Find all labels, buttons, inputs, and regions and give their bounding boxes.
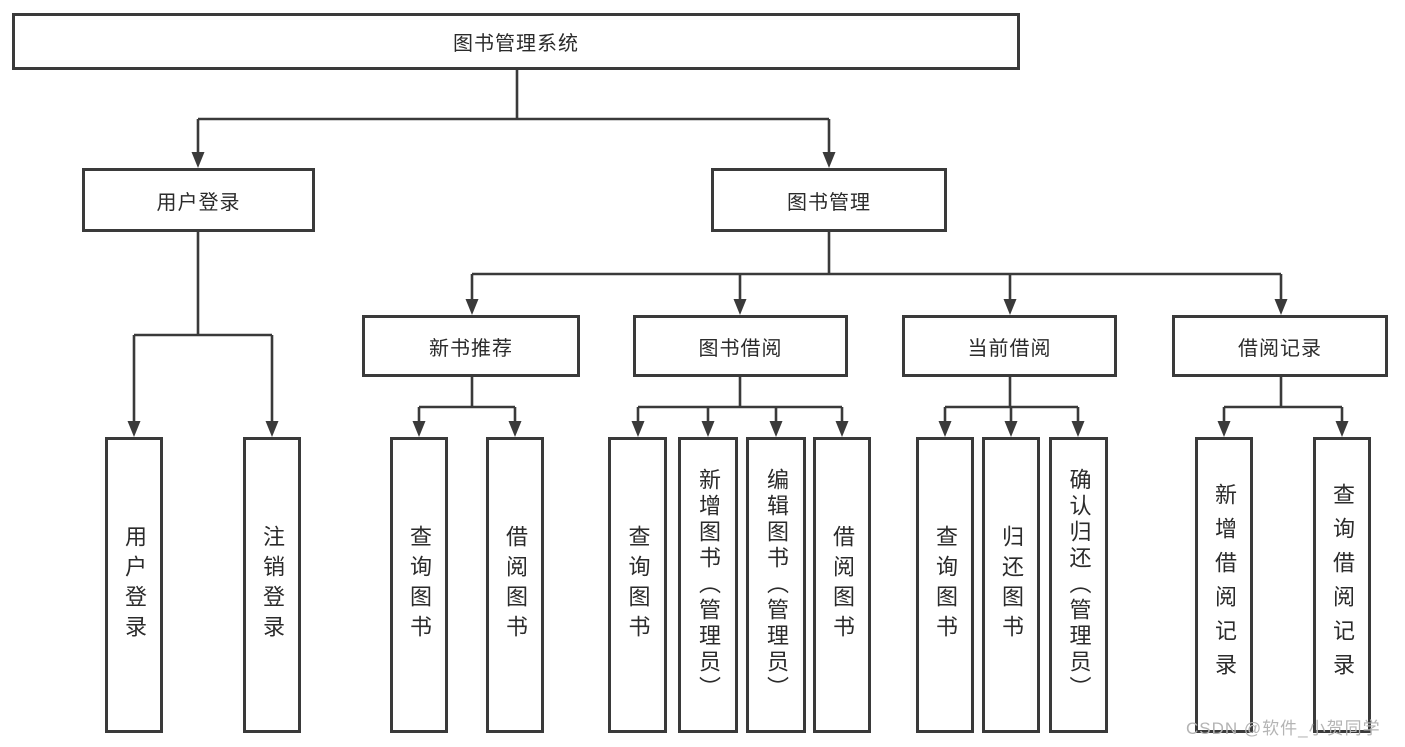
node-book-borrow: 图书借阅 [633, 315, 848, 377]
node-borrow-record: 借阅记录 [1172, 315, 1388, 377]
arrowhead [191, 152, 205, 168]
node-label: 编辑图书（管理员） [764, 468, 789, 702]
node-label: 图书借阅 [698, 337, 783, 360]
node-leaf-rec-query-books: 查询图书 [390, 437, 448, 733]
edge-book-borrow-to-leaves [636, 377, 844, 424]
node-leaf-bb-borrow-books: 借阅图书 [813, 437, 871, 733]
node-label: 归还图书 [999, 525, 1024, 645]
node-leaf-logout: 注销登录 [243, 437, 301, 733]
node-book-management: 图书管理 [711, 168, 947, 232]
node-label: 查询借阅记录 [1330, 483, 1355, 687]
node-leaf-bb-add-books-admin: 新增图书（管理员） [678, 437, 738, 733]
tree-edges [132, 70, 1344, 424]
node-leaf-rec-borrow-books: 借阅图书 [486, 437, 544, 733]
node-library-management-system: 图书管理系统 [12, 13, 1020, 70]
node-label: 图书管理 [787, 191, 871, 214]
arrowhead [265, 421, 279, 437]
node-label: 注销登录 [260, 525, 285, 645]
node-new-book-recommend: 新书推荐 [362, 315, 580, 377]
node-leaf-bb-edit-books-admin: 编辑图书（管理员） [746, 437, 806, 733]
edge-root-to-level2 [196, 70, 831, 155]
node-label: 新增借阅记录 [1212, 483, 1237, 687]
node-label: 当前借阅 [967, 337, 1052, 360]
node-label: 用户登录 [156, 191, 241, 214]
arrowhead [1071, 421, 1085, 437]
node-label: 借阅图书 [830, 525, 855, 645]
node-leaf-user-login: 用户登录 [105, 437, 163, 733]
arrowhead [1004, 421, 1018, 437]
node-leaf-cb-query-books: 查询图书 [916, 437, 974, 733]
arrowhead [835, 421, 849, 437]
node-label: 查询图书 [625, 525, 651, 645]
arrowhead [769, 421, 783, 437]
arrowhead [465, 299, 479, 315]
node-label: 确认归还（管理员） [1066, 468, 1092, 702]
node-current-borrow: 当前借阅 [902, 315, 1117, 377]
edge-current-borrow-to-leaves [943, 377, 1080, 424]
node-label: 查询图书 [933, 525, 958, 645]
node-leaf-br-add-record: 新增借阅记录 [1195, 437, 1253, 733]
arrowhead [701, 421, 715, 437]
node-leaf-cb-confirm-return-admin: 确认归还（管理员） [1049, 437, 1108, 733]
node-label: 新书推荐 [429, 337, 513, 360]
edge-new-book-rec-to-leaves [417, 377, 517, 424]
arrowhead [1274, 299, 1288, 315]
arrowhead [127, 421, 141, 437]
edge-user-login-to-leaves [132, 232, 274, 424]
node-leaf-br-query-record: 查询借阅记录 [1313, 437, 1371, 733]
node-label: 借阅记录 [1238, 337, 1322, 360]
arrowhead [938, 421, 952, 437]
arrowheads [127, 152, 1349, 437]
arrowhead [1217, 421, 1231, 437]
edge-borrow-record-to-leaves [1222, 377, 1344, 424]
arrowhead [412, 421, 426, 437]
arrowhead [822, 152, 836, 168]
node-label: 借阅图书 [503, 525, 528, 645]
node-label: 图书管理系统 [453, 33, 579, 55]
arrowhead [1003, 299, 1017, 315]
arrowhead [733, 299, 747, 315]
node-label: 用户登录 [122, 525, 147, 645]
arrowhead [631, 421, 645, 437]
arrowhead [508, 421, 522, 437]
node-label: 新增图书（管理员） [696, 468, 721, 702]
node-user-login: 用户登录 [82, 168, 315, 232]
edge-book-mgmt-to-level3 [470, 232, 1283, 302]
node-leaf-cb-return-books: 归还图书 [982, 437, 1040, 733]
node-leaf-bb-query-books: 查询图书 [608, 437, 667, 733]
node-label: 查询图书 [407, 525, 432, 645]
arrowhead [1335, 421, 1349, 437]
